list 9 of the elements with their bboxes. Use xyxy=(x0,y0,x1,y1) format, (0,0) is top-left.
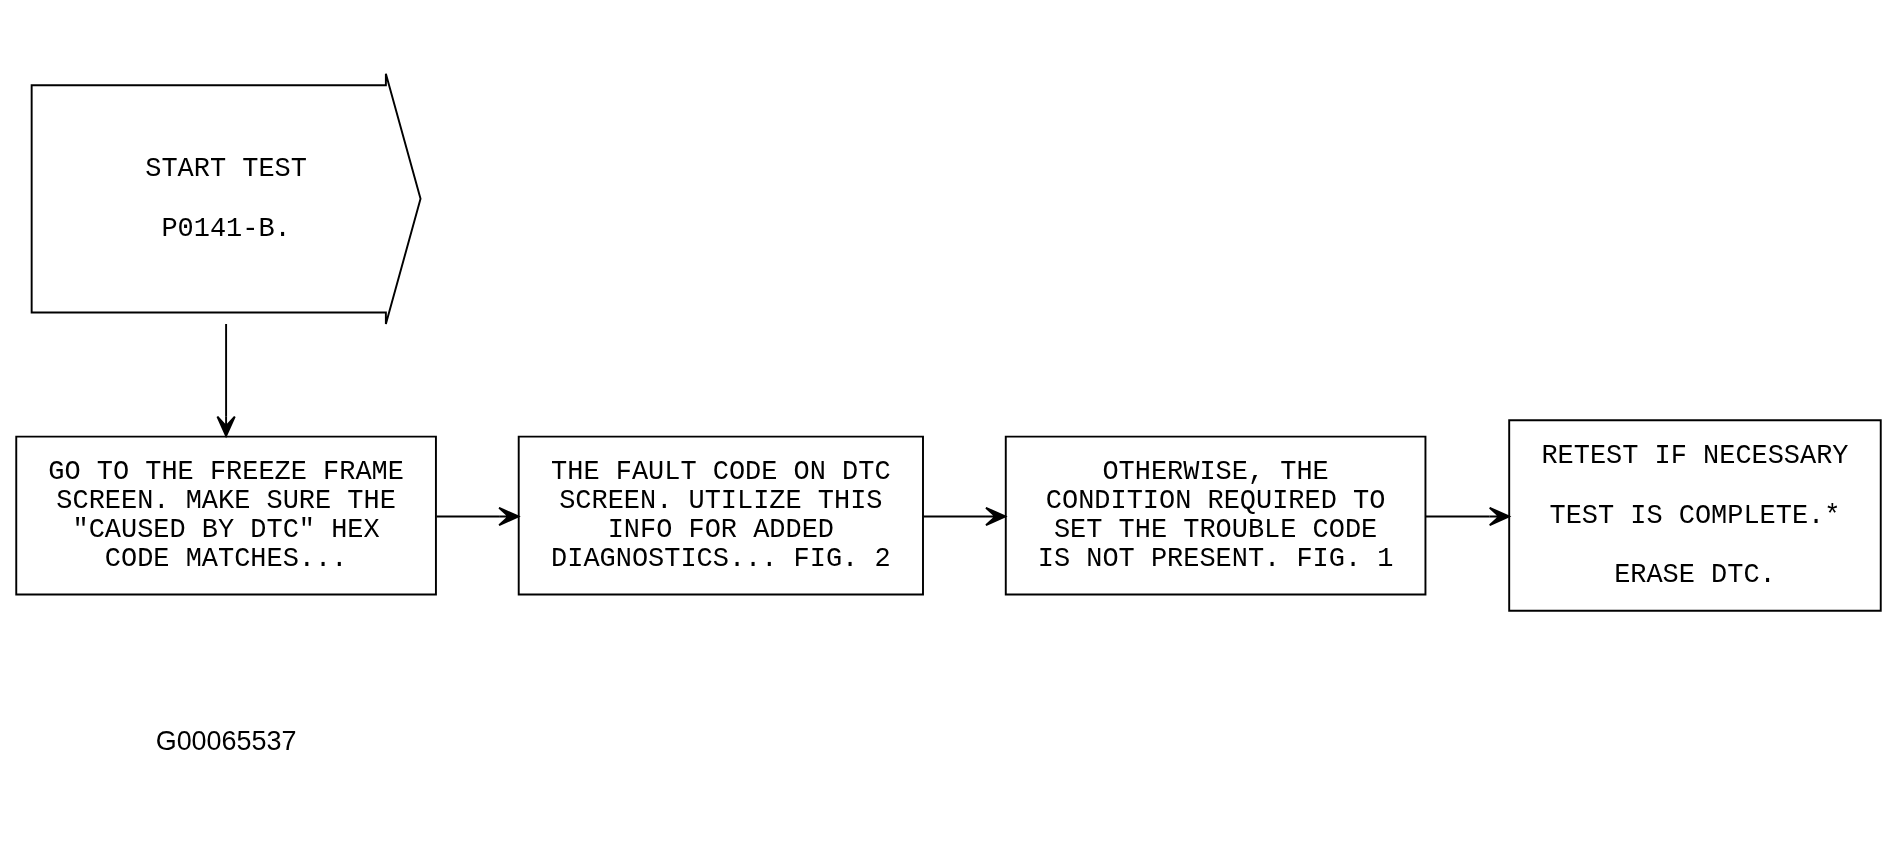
arrow xyxy=(435,506,520,526)
node-box: RETEST IF NECESSARY TEST IS COMPLETE.* ERASE DTC. xyxy=(1508,418,1882,612)
arrow xyxy=(922,506,1007,526)
node-box: GO TO THE FREEZE FRAME SCREEN. MAKE SURE THE "CAUSED BY DTC" HEX CODE MATCHES... xyxy=(15,435,437,595)
node-box: THE FAULT CODE ON DTC SCREEN. UTILIZE THIS INFO FOR ADDED DIAGNOSTICS... FIG. 2 xyxy=(517,435,924,595)
node-box: OTHERWISE, THE CONDITION REQUIRED TO SET THE TROUBLE CODE IS NOT PRESENT. FIG. 1 xyxy=(1004,435,1427,595)
arrow xyxy=(216,322,236,437)
label: G00065537 xyxy=(155,725,297,756)
arrow xyxy=(1424,506,1510,526)
